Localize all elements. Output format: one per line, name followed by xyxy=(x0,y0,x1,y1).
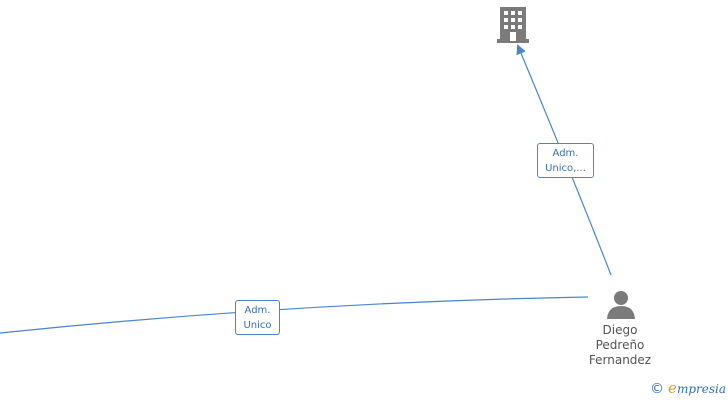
empresia-logo: ©empresia xyxy=(650,379,726,397)
edge-label-line: Unico,... xyxy=(545,163,586,174)
copyright-icon: © xyxy=(650,381,665,397)
edge-label-line: Adm. xyxy=(552,148,579,159)
edge-label-line: Unico xyxy=(243,320,272,331)
edge-label-line: Adm. xyxy=(244,305,271,316)
company-node[interactable] xyxy=(497,7,529,43)
building-icon xyxy=(497,7,529,43)
edge-label-role[interactable]: Adm. Unico,... xyxy=(537,143,594,178)
person-name-line: Diego xyxy=(602,323,638,337)
edge-person-to-offscreen-left[interactable] xyxy=(0,296,589,334)
brand-initial: e xyxy=(668,379,677,397)
person-node[interactable] xyxy=(605,289,637,321)
person-name-label[interactable]: Diego Pedreño Fernandez xyxy=(570,323,670,368)
brand-name: mpresia xyxy=(676,382,726,396)
edge-label-role[interactable]: Adm. Unico xyxy=(235,300,280,335)
person-name-line: Pedreño xyxy=(595,338,645,352)
person-icon xyxy=(607,291,635,319)
person-name-line: Fernandez xyxy=(588,353,652,367)
